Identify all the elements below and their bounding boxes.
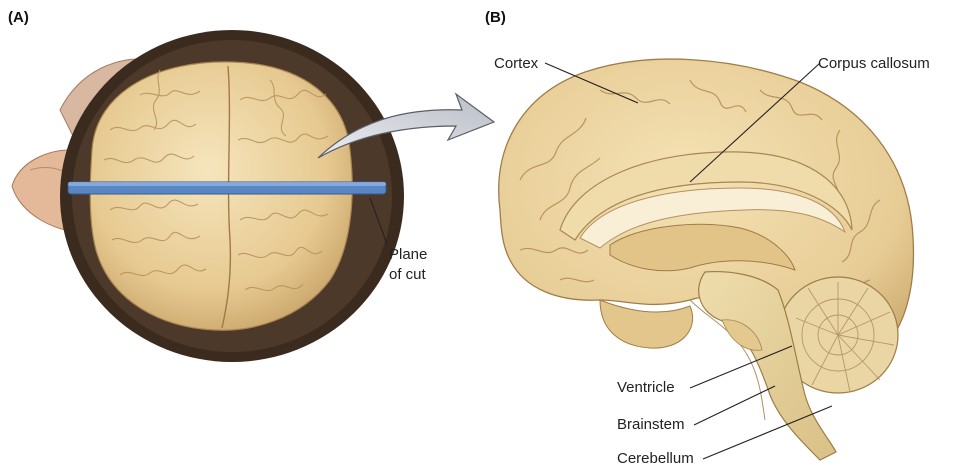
panel-b-label: (B) (485, 9, 506, 26)
label-brainstem: Brainstem (617, 416, 685, 433)
label-cerebellum: Cerebellum (617, 450, 694, 467)
temporal-lobe (600, 300, 693, 348)
panel-a-top-view (12, 30, 404, 362)
label-plane-line2: of cut (389, 266, 427, 283)
panel-a-label: (A) (8, 9, 29, 26)
label-cortex: Cortex (494, 55, 539, 72)
label-plane-line1: Plane (389, 246, 427, 263)
panel-b-sagittal-view (499, 59, 914, 460)
label-corpus-callosum: Corpus callosum (818, 55, 930, 72)
label-ventricle: Ventricle (617, 379, 675, 396)
brain-top (90, 62, 352, 330)
